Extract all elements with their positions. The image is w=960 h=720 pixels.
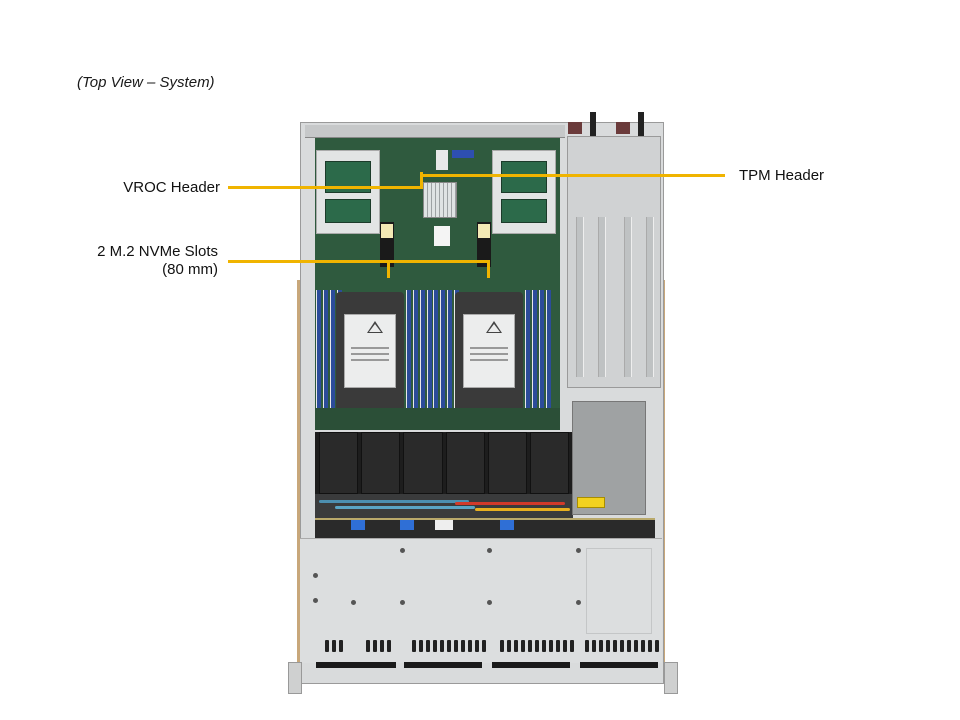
front-vents-5: [585, 640, 659, 652]
callout-label-m2-nvme-slots: 2 M.2 NVMe Slots (80 mm): [60, 243, 218, 279]
psu-1-handle: [590, 112, 596, 136]
front-vents-4: [500, 640, 574, 652]
vrm-section: [315, 408, 560, 430]
callout-label-m2-line1: 2 M.2 NVMe Slots: [97, 243, 218, 260]
fan-5: [487, 432, 527, 494]
view-caption: (Top View – System): [77, 74, 215, 91]
psu-bay: [567, 136, 661, 388]
rear-io-rail: [305, 125, 565, 138]
callout-label-m2-line2: (80 mm): [162, 261, 218, 278]
psu-2-handle: [638, 112, 644, 136]
leader-line-vroc-header-tick: [420, 172, 423, 189]
fan-1: [319, 432, 359, 494]
fan-4: [445, 432, 485, 494]
front-panel-section: [586, 548, 652, 634]
fan-array: [315, 432, 573, 494]
drive-backplane: [315, 518, 655, 538]
cpu-socket-1: [336, 292, 404, 412]
leader-line-tpm-header: [423, 174, 725, 177]
dimm-bank-4: [525, 290, 551, 408]
rack-ear-left: [288, 662, 302, 694]
chassis-side-rail-left: [297, 280, 301, 670]
riser-cage-right: [492, 150, 556, 234]
front-drive-cover: [300, 538, 662, 663]
cable-routing: [315, 494, 573, 518]
front-vents-1: [325, 640, 343, 652]
callout-label-tpm-header: TPM Header: [739, 167, 825, 184]
m2-nvme-slot-2: [477, 222, 491, 267]
warning-label-icon: [577, 497, 605, 508]
leader-line-m2-slot-2: [487, 260, 490, 278]
leader-line-m2-slot-1: [387, 260, 390, 278]
m2-nvme-slot-1: [380, 222, 394, 267]
leader-line-vroc-header: [228, 186, 422, 189]
callout-label-vroc-header: VROC Header: [123, 179, 220, 196]
psu-1-handle-base: [568, 122, 582, 134]
drive-bay-2: [404, 662, 482, 668]
tpm-module: [436, 150, 448, 170]
fan-2: [361, 432, 401, 494]
drive-bay-3: [492, 662, 570, 668]
fan-3: [403, 432, 443, 494]
dimm-bank-2: [406, 290, 432, 408]
front-vents-3: [412, 640, 486, 652]
cpu-socket-2: [455, 292, 523, 412]
leader-line-m2-nvme-slots: [228, 260, 490, 263]
rack-ear-right: [664, 662, 678, 694]
power-distribution-cover: [572, 401, 646, 515]
bios-label: [434, 226, 450, 246]
riser-cage-left: [316, 150, 380, 234]
drive-bay-1: [316, 662, 396, 668]
chipset-heatsink: [423, 182, 457, 218]
psu-2-handle-base: [616, 122, 630, 134]
fan-6: [529, 432, 570, 494]
drive-bay-4: [580, 662, 658, 668]
front-vents-2: [366, 640, 391, 652]
vga-connector: [452, 150, 474, 158]
